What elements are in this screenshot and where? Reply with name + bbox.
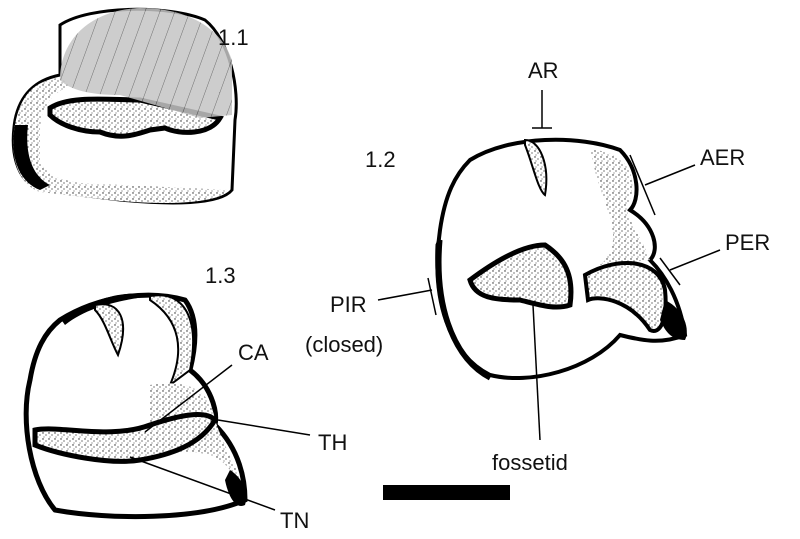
label-aer: AER — [700, 145, 745, 170]
tooth-1-1: 1.1 — [11, 7, 249, 205]
figure-label-1-2: 1.2 — [365, 147, 396, 172]
label-pir: PIR — [330, 292, 367, 317]
label-fossetid: fossetid — [492, 450, 568, 475]
tooth-1-2: AR AER PER PIR (closed) fossetid 1.2 — [305, 58, 770, 475]
label-tn: TN — [280, 508, 309, 533]
scale-bar — [383, 485, 510, 500]
label-per: PER — [725, 230, 770, 255]
label-th: TH — [318, 430, 347, 455]
figure-label-1-1: 1.1 — [218, 25, 249, 50]
tooth-1-3: CA TH TN 1.3 — [23, 263, 347, 533]
wear-facet-overlay — [60, 8, 232, 118]
label-pir-closed: (closed) — [305, 332, 383, 357]
label-ar: AR — [528, 58, 559, 83]
figure-label-1-3: 1.3 — [205, 263, 236, 288]
label-ca: CA — [238, 340, 269, 365]
